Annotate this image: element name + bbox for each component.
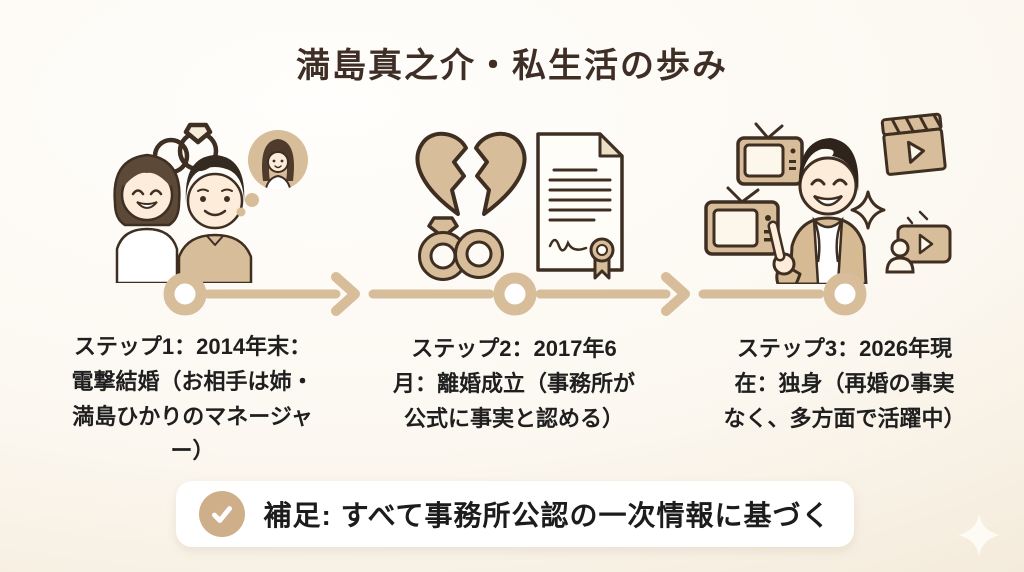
footer-note-text: 補足: すべて事務所公認の一次情報に基づく	[263, 500, 831, 531]
video-call-icon	[885, 210, 952, 274]
page-title: 満島真之介・私生活の歩み	[296, 47, 728, 85]
husband-figure	[177, 155, 253, 283]
sparkle-icon	[850, 190, 886, 230]
interlocked-rings-icon	[418, 216, 504, 281]
step-label-2: ステップ2：2017年6 月：離婚成立（事務所が 公式に事実と認める）	[378, 332, 650, 436]
step-label-3: ステップ3：2026年現 在：独身（再婚の事実 なく、多方面で活躍中）	[702, 332, 987, 436]
actor-illustration	[704, 112, 952, 284]
step-label-line: 在：独身（再婚の事実	[734, 370, 955, 396]
footer-note-card: 補足: すべて事務所公認の一次情報に基づく	[176, 481, 854, 547]
certificate-icon	[536, 132, 624, 280]
wife-figure	[113, 153, 181, 283]
tv-icon	[704, 186, 780, 256]
timeline	[163, 272, 867, 316]
man-figure	[767, 138, 868, 284]
step-label-line: 月：離婚成立（事務所が	[392, 370, 635, 396]
broken-heart-icon	[415, 132, 527, 216]
step-label-1: ステップ1：2014年末： 電撃結婚（お相手は姉・ 満島ひかりのマネージャ ー）	[40, 330, 345, 469]
check-icon	[199, 491, 246, 537]
step-label-line: ステップ1：2014年末：	[73, 334, 312, 359]
step-label-line: ー）	[170, 438, 215, 464]
clapperboard-icon	[880, 112, 947, 176]
timeline-node	[823, 272, 867, 316]
step-label-line: 電撃結婚（お相手は姉・	[71, 368, 314, 394]
step-label-line: ステップ3：2026年現	[736, 336, 953, 361]
thought-bubble-icon	[236, 130, 308, 217]
step-label-line: 公式に事実と認める）	[403, 405, 624, 431]
step-label-line: 満島ひかりのマネージャ	[72, 403, 313, 429]
background-sparkle-icon	[958, 514, 1000, 556]
timeline-node	[493, 272, 537, 316]
tv-icon	[736, 122, 804, 186]
step-label-line: なく、多方面で活躍中）	[723, 405, 966, 431]
divorce-illustration	[415, 132, 624, 281]
arrow-right-icon	[661, 272, 690, 316]
timeline-node	[163, 272, 207, 316]
arrow-right-icon	[331, 272, 360, 316]
couple-illustration	[113, 122, 308, 283]
step-label-line: ステップ2：2017年6	[411, 336, 617, 361]
